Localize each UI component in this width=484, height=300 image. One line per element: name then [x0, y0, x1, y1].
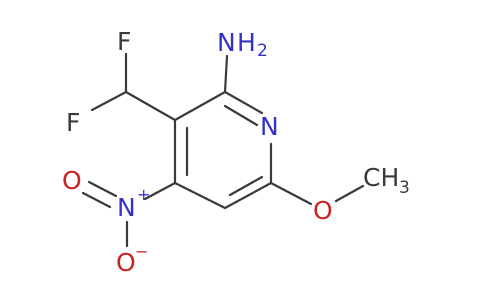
amino-nitrogen-label: N: [217, 28, 236, 57]
bond-c4-nitro: [143, 181, 177, 201]
bond-chf2-f-left: [90, 90, 128, 112]
bond-c4-c5: [173, 181, 227, 210]
fluorine-top-label: F: [117, 27, 131, 56]
nitro-nitrogen-label: N: [117, 193, 136, 222]
amino-subscript: 2: [257, 41, 268, 61]
bond-c2-nh2: [223, 54, 229, 94]
bond-c5-c6: [223, 181, 273, 210]
methoxy-oxygen-label: O: [313, 196, 333, 225]
bond-nitro-o-dbl-1: [87, 180, 118, 198]
fluorine-left-label: F: [66, 108, 80, 137]
bond-c3-chf2: [124, 90, 177, 122]
methyl-subscript: 3: [399, 178, 410, 198]
bond-c5-c6-inner: [228, 175, 264, 197]
methyl-carbon-label: CH: [363, 163, 399, 192]
bond-c6-o: [269, 181, 313, 206]
nitro-oxygen-double-label: O: [62, 166, 82, 195]
bond-nitro-o-dbl-2: [81, 191, 112, 209]
nitro-nitrogen-charge: +: [137, 185, 150, 204]
bond-o-ch3: [334, 184, 365, 203]
nitro-oxygen-negative-label: O: [116, 248, 136, 277]
bond-n1-c2-inner: [223, 104, 259, 127]
nitro-oxygen-charge: −: [135, 242, 148, 261]
bond-c2-c3: [173, 90, 227, 122]
amino-hydrogen-label: H: [237, 28, 256, 57]
ring-nitrogen-label: N: [260, 112, 279, 141]
bond-n1-c2: [223, 90, 264, 115]
